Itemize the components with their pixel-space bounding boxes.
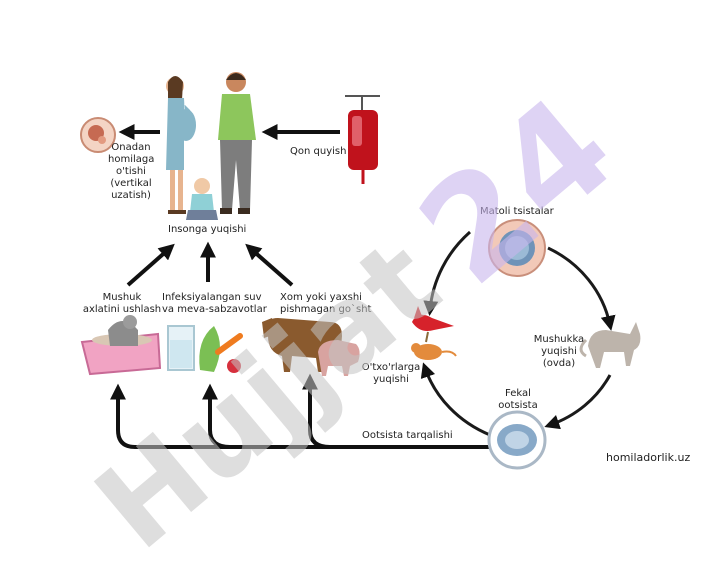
mouse-icon (411, 343, 457, 360)
credit-text: homiladorlik.uz (606, 451, 691, 464)
spread-arrow-litter (110, 383, 490, 449)
raw-meat-label: Xom yoki yaxshi pishmagan go`sht (280, 292, 372, 315)
cat-infection-label: Mushukka yuqishi (ovda) (533, 334, 585, 369)
vertical-transmission-label: Onadan homilaga o'tishi (vertikal uzatis… (108, 142, 155, 201)
litter-label: Mushuk axlatini ushlash (82, 292, 162, 315)
litter-box-icon (80, 315, 162, 376)
herbivore-infection-label: O'txo'rlarga yuqishi (361, 362, 421, 385)
cow-pig-icon (262, 318, 360, 376)
water-vegetables-label: Infeksiyalangan suv va meva-sabzavotlar (162, 292, 267, 315)
arrow-meat-to-human (245, 243, 294, 287)
cycle-arc-to-herbivores (420, 362, 491, 437)
blood-bag-icon (345, 95, 380, 184)
baby-icon (186, 178, 218, 220)
arrow-litter-to-human (126, 243, 175, 287)
spread-arrow-water (202, 383, 231, 449)
cycle-arc-to-oocyst (544, 374, 612, 430)
cycle-arc-to-cat (547, 246, 616, 331)
man-icon (218, 72, 256, 214)
toxoplasmosis-diagram: Onadan homilaga o'tishi (vertikal uzatis… (70, 66, 691, 575)
cat-icon (579, 322, 641, 368)
tissue-cyst-icon (488, 219, 546, 277)
tissue-cysts-label: Matoli tsistalar (480, 206, 554, 217)
blood-transfusion-label: Qon quyish (290, 146, 347, 157)
oocyst-icon (487, 410, 547, 470)
fetus-icon (80, 117, 116, 153)
diagram-canvas (80, 72, 641, 470)
human-infection-label: Insonga yuqishi (168, 224, 247, 235)
cycle-arc-to-hosts (423, 230, 471, 316)
bird-icon (412, 306, 454, 343)
water-vegetables-icon (167, 325, 243, 373)
pregnant-woman-icon (166, 76, 196, 214)
oocyst-spread-label: Ootsista tarqalishi (362, 430, 453, 441)
spread-arrow-meat (302, 373, 331, 449)
fecal-oocyst-label: Fekal ootsista (498, 388, 538, 411)
